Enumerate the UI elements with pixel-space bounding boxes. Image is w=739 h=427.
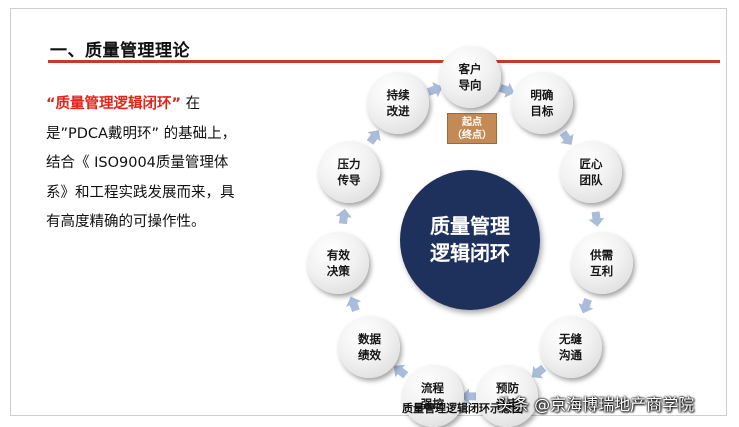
cycle-node: 匠心 团队: [559, 141, 622, 204]
cycle-node: 压力 传导: [318, 141, 381, 204]
title-underline: [48, 60, 720, 63]
cycle-node: 有效 决策: [307, 232, 370, 295]
body-paragraph: “质量管理逻辑闭环” 在是”PDCA戴明环” 的基础上，结合《 ISO9004质…: [46, 90, 242, 238]
cycle-arrow: [588, 211, 605, 227]
cycle-node: 明确 目标: [510, 71, 573, 134]
cycle-node: 客户 导向: [439, 46, 501, 108]
cycle-node: 供需 互利: [570, 232, 633, 295]
cycle-arrow: [346, 296, 362, 312]
cycle-arrow: [531, 364, 547, 379]
cycle-arrow: [393, 364, 409, 379]
cycle-arrow: [427, 82, 443, 98]
cycle-node: 预防 评审: [476, 365, 539, 427]
cycle-node: 数据 绩效: [338, 315, 401, 378]
cycle-node: 流程 强控: [401, 365, 464, 427]
diagram-caption: 质量管理逻辑闭环示意图: [402, 402, 523, 415]
cycle-arrow: [498, 82, 515, 98]
hub-circle: 质量管理 逻辑闭环: [400, 170, 540, 310]
slide-frame: [10, 8, 727, 416]
start-box: 起点 （终点）: [447, 113, 497, 144]
cycle-node: 持续 改进: [367, 71, 430, 134]
body-highlight: “质量管理逻辑闭环”: [46, 96, 182, 112]
cycle-arrow: [366, 130, 381, 145]
cycle-arrow: [461, 388, 476, 405]
cycle-arrow: [335, 208, 352, 225]
body-text: 在是”PDCA戴明环” 的基础上，结合《 ISO9004质量管理体系》和工程实践…: [46, 96, 237, 230]
slide-title: 一、质量管理理论: [50, 41, 190, 61]
cycle-arrow: [578, 297, 594, 314]
watermark: 头条 @京海博瑞地产商学院: [497, 395, 695, 414]
cycle-node: 无缝 沟通: [539, 315, 602, 378]
cycle-arrow: [559, 130, 574, 145]
